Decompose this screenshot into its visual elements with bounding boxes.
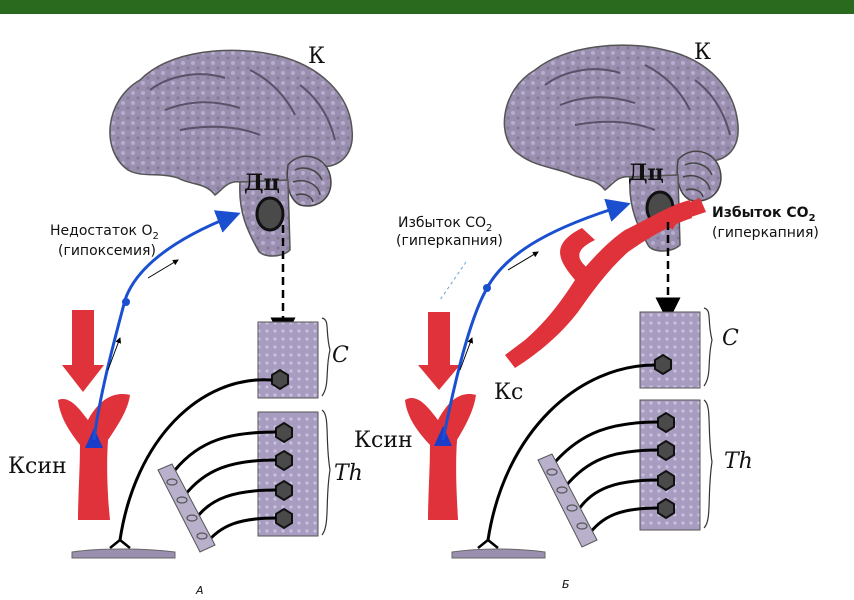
label-center-a: Дц bbox=[244, 170, 280, 196]
label-segment-th-a: Th bbox=[334, 461, 363, 486]
label-segment-th-b: Th bbox=[724, 449, 753, 474]
caption-b: Б bbox=[562, 578, 570, 591]
label-center-b: Дц bbox=[628, 160, 664, 186]
label-stimulus-a-2: (гипоксемия) bbox=[58, 242, 156, 260]
label-cortex-b: К bbox=[694, 40, 711, 65]
label-stimulus-b-right-2: (гиперкапния) bbox=[712, 224, 819, 242]
diaphragm-b bbox=[452, 549, 545, 558]
label-segment-c-b: C bbox=[722, 326, 739, 351]
panel-a bbox=[58, 50, 352, 558]
spinal-cervical-a bbox=[258, 322, 318, 398]
label-sinus-a: Ксин bbox=[8, 454, 67, 479]
spinal-cervical-b bbox=[640, 312, 700, 388]
respiration-regulation-diagram bbox=[0, 14, 854, 600]
diaphragm-a bbox=[72, 549, 175, 558]
top-banner bbox=[0, 0, 854, 14]
blood-flow-arrow-b bbox=[418, 312, 460, 390]
label-stimulus-b-left-2: (гиперкапния) bbox=[396, 232, 503, 250]
label-segment-c-a: C bbox=[332, 343, 349, 368]
label-cortex-a: К bbox=[308, 44, 325, 69]
label-sinus-b: Ксин bbox=[354, 428, 413, 453]
blood-flow-arrow-a bbox=[62, 310, 104, 392]
panel-b bbox=[405, 45, 738, 558]
carotid-sinus-vessel-b bbox=[405, 394, 476, 520]
resp-center-a bbox=[257, 198, 283, 230]
label-vessel-kc: Кс bbox=[494, 380, 523, 405]
caption-a: А bbox=[196, 584, 204, 597]
carotid-sinus-vessel-a bbox=[58, 394, 130, 520]
